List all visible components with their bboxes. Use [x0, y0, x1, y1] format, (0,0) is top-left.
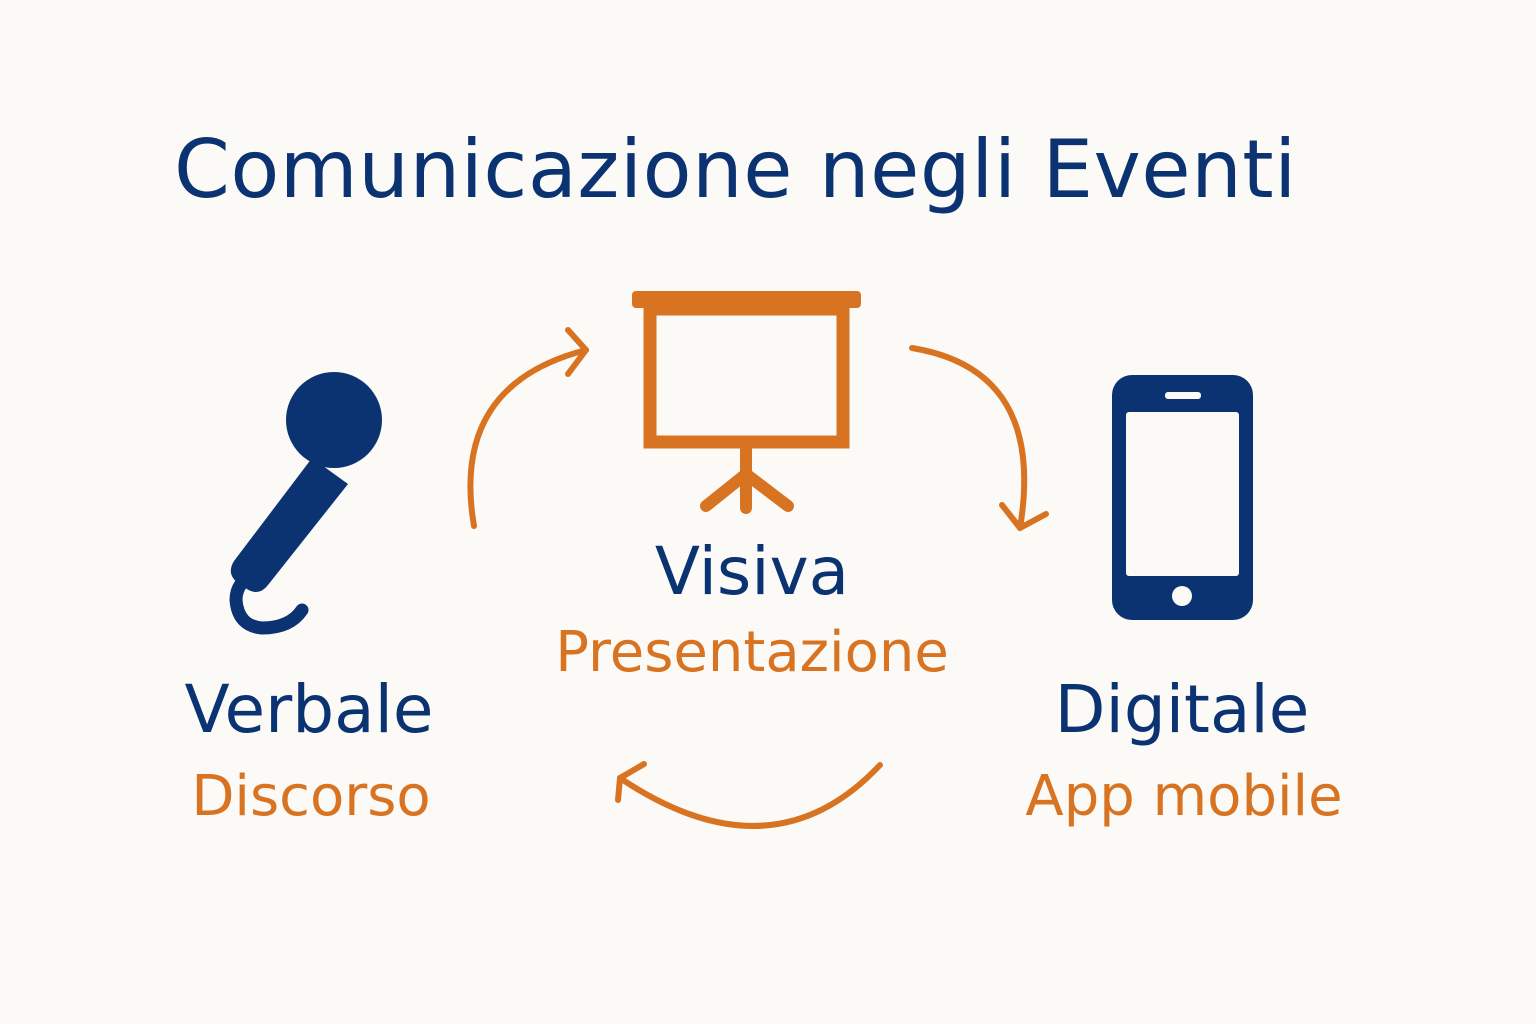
- microphone-icon: [229, 372, 382, 635]
- smartphone-icon: [1112, 375, 1253, 620]
- microphone-head: [286, 372, 382, 468]
- screen-stand-right-leg: [740, 468, 794, 512]
- node-digitale-label: Digitale: [1054, 671, 1310, 748]
- diagram-title: Comunicazione negli Eventi: [174, 123, 1297, 216]
- arrow-verbale-to-visiva: [467, 327, 589, 529]
- screen-panel: [643, 302, 850, 449]
- node-digitale-sublabel: App mobile: [1025, 764, 1343, 829]
- arrow-visiva-to-digitale: [909, 345, 1049, 531]
- node-visiva-label: Visiva: [654, 533, 850, 610]
- phone-speaker: [1165, 392, 1201, 399]
- phone-home-button: [1172, 586, 1192, 606]
- microphone-cable: [229, 565, 309, 635]
- phone-screen: [1126, 412, 1239, 576]
- arrow-digitale-to-verbale: [615, 761, 883, 829]
- microphone-handle: [230, 458, 348, 593]
- node-visiva-sublabel: Presentazione: [555, 620, 949, 685]
- projector-screen-icon: [632, 291, 861, 514]
- node-verbale-sublabel: Discorso: [191, 764, 431, 829]
- node-verbale-label: Verbale: [184, 671, 434, 748]
- screen-stand-left-leg: [700, 468, 752, 512]
